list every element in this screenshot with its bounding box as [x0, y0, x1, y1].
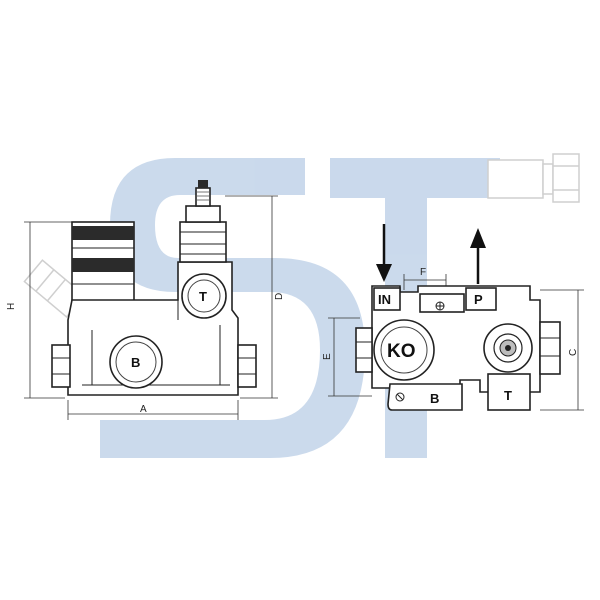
port-in-box: IN: [373, 287, 401, 311]
port-p-label: P: [474, 292, 483, 307]
port-t-block: T: [487, 373, 531, 411]
adjuster-stem: [179, 180, 227, 263]
side-port-t-label: T: [504, 388, 512, 403]
port-ko: KO: [373, 319, 435, 381]
dimension-d: D: [225, 195, 285, 399]
watermark-fitting-left: [23, 259, 86, 319]
port-b-label: B: [131, 355, 140, 370]
front-view: H D A: [6, 180, 285, 420]
port-p-box: P: [465, 287, 497, 311]
side-left-nut: [355, 327, 373, 373]
dim-e-label: E: [322, 353, 333, 360]
dimension-e: E: [322, 317, 372, 397]
p-arrow: [470, 228, 486, 284]
dim-d-label: D: [274, 293, 285, 300]
top-plate: [419, 293, 465, 313]
port-b-bracket: B: [387, 383, 463, 411]
dim-c-label: C: [568, 349, 579, 356]
watermark-letter-s: [100, 158, 365, 458]
dimension-h: H: [6, 221, 75, 399]
left-nut: [51, 344, 71, 388]
dim-a-label: A: [140, 404, 147, 415]
dimension-c: C: [540, 289, 584, 411]
port-t-label: T: [199, 289, 207, 304]
right-nut: [237, 344, 257, 388]
port-b-front: B: [109, 335, 163, 389]
in-arrow: [376, 224, 392, 282]
port-ko-label: KO: [387, 341, 416, 362]
dimension-a: A: [67, 400, 239, 420]
watermark-fitting-right: [487, 153, 580, 203]
dim-h-label: H: [6, 303, 17, 310]
side-view: F E C IN: [322, 224, 584, 411]
right-port-fitting: [483, 323, 533, 373]
side-right-nut: [539, 321, 561, 375]
dim-f-label: F: [420, 267, 426, 278]
port-t-front: T: [181, 273, 227, 319]
cartridge-block: [71, 221, 135, 309]
body-detail-lines: [82, 300, 230, 386]
port-in-label: IN: [378, 292, 391, 307]
side-port-b-label: B: [430, 391, 439, 406]
